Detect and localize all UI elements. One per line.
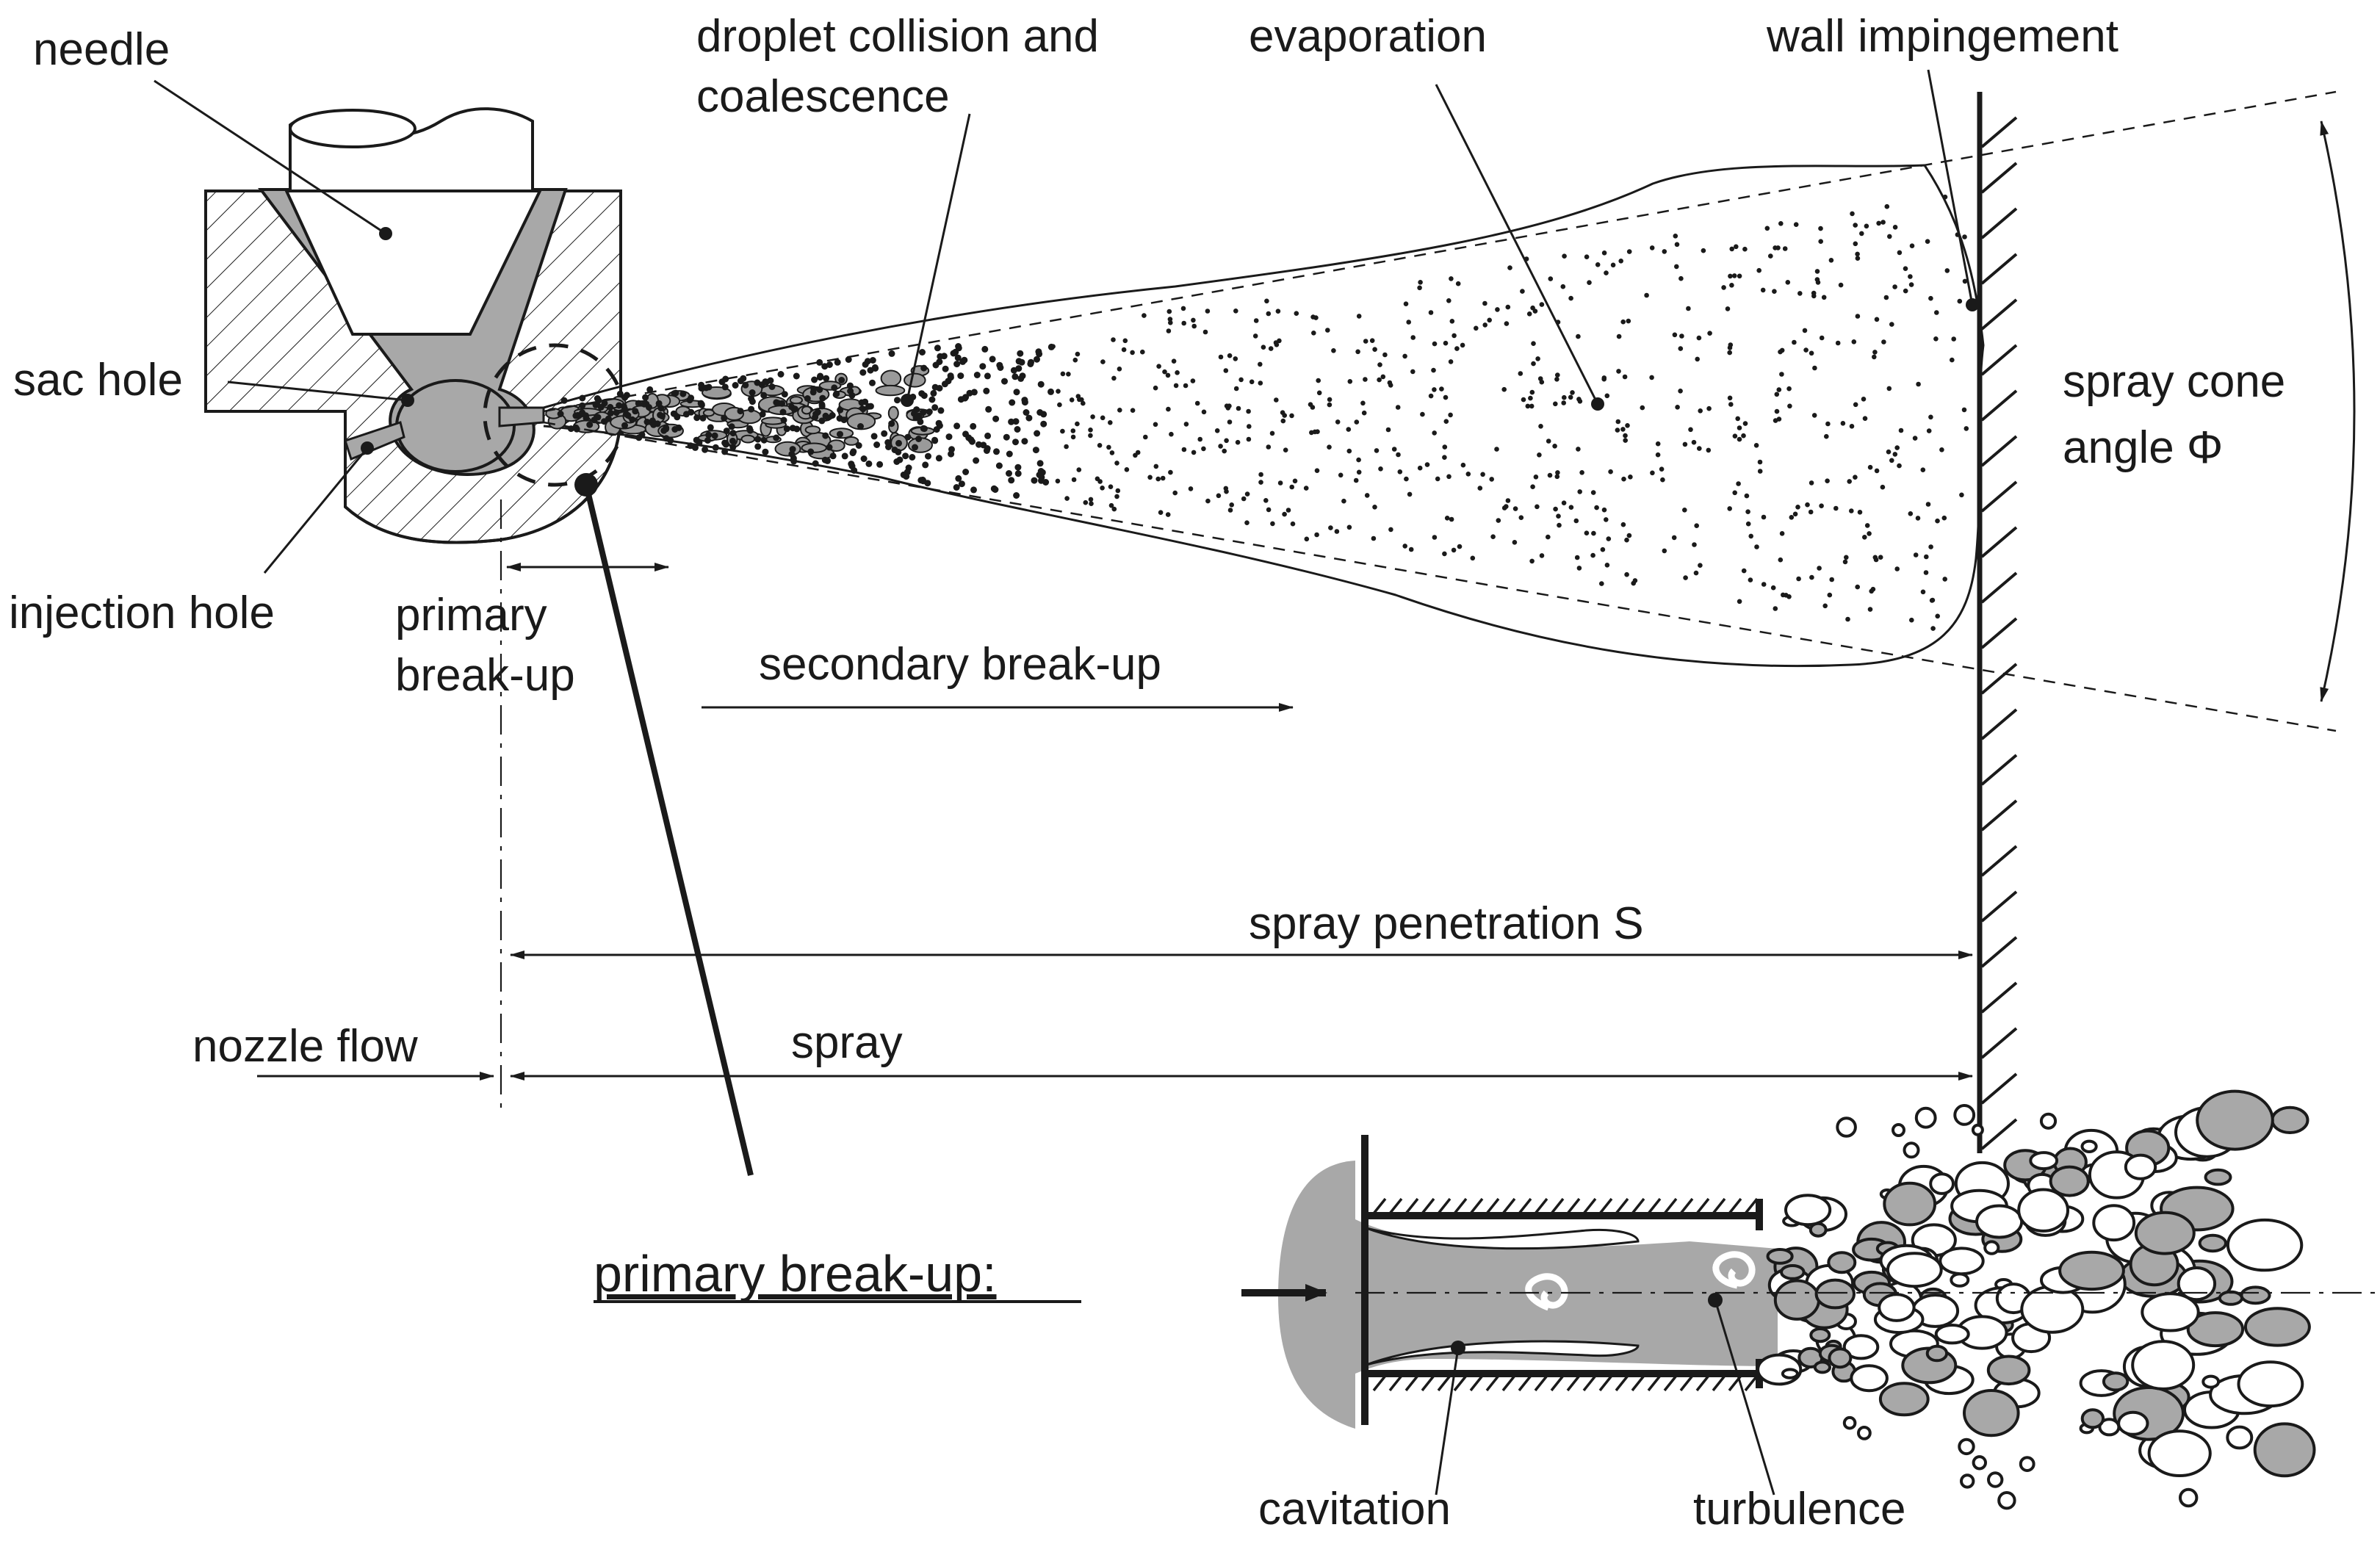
wall — [1977, 92, 2018, 1153]
label-turbulence: turbulence — [1693, 1484, 1906, 1534]
label-sac-hole: sac hole — [13, 355, 183, 405]
label-primary-breakup-line1: primary — [395, 590, 547, 641]
label-spray: spray — [791, 1017, 903, 1068]
cone-angle-arc — [2320, 120, 2356, 702]
label-spray-cone-line1: spray cone — [2063, 356, 2285, 407]
label-wall-impingement: wall impingement — [1766, 11, 2118, 62]
spray-plume — [543, 164, 1985, 668]
label-injection-hole: injection hole — [9, 588, 275, 638]
label-cavitation: cavitation — [1258, 1484, 1451, 1534]
label-spray-cone-line2: angle Φ — [2063, 422, 2223, 473]
cone-line-bottom — [543, 421, 2337, 732]
label-droplet-collision-line1: droplet collision and — [696, 11, 1099, 62]
nozzle-body — [204, 107, 622, 544]
label-primary-breakup-line2: break-up — [395, 650, 575, 701]
label-primary-breakup-detail: primary break-up: — [594, 1245, 997, 1302]
cone-line-top — [543, 90, 2337, 413]
label-droplet-collision-line2: coalescence — [696, 71, 950, 122]
needle-shape — [284, 107, 543, 336]
sac-hole-shape — [395, 379, 516, 473]
label-nozzle-flow: nozzle flow — [192, 1021, 418, 1072]
label-evaporation: evaporation — [1249, 11, 1487, 62]
label-needle: needle — [33, 24, 170, 75]
label-spray-penetration: spray penetration S — [1249, 898, 1644, 949]
primary-breakup-detail — [1241, 1089, 2376, 1510]
label-secondary-breakup: secondary break-up — [759, 639, 1161, 690]
